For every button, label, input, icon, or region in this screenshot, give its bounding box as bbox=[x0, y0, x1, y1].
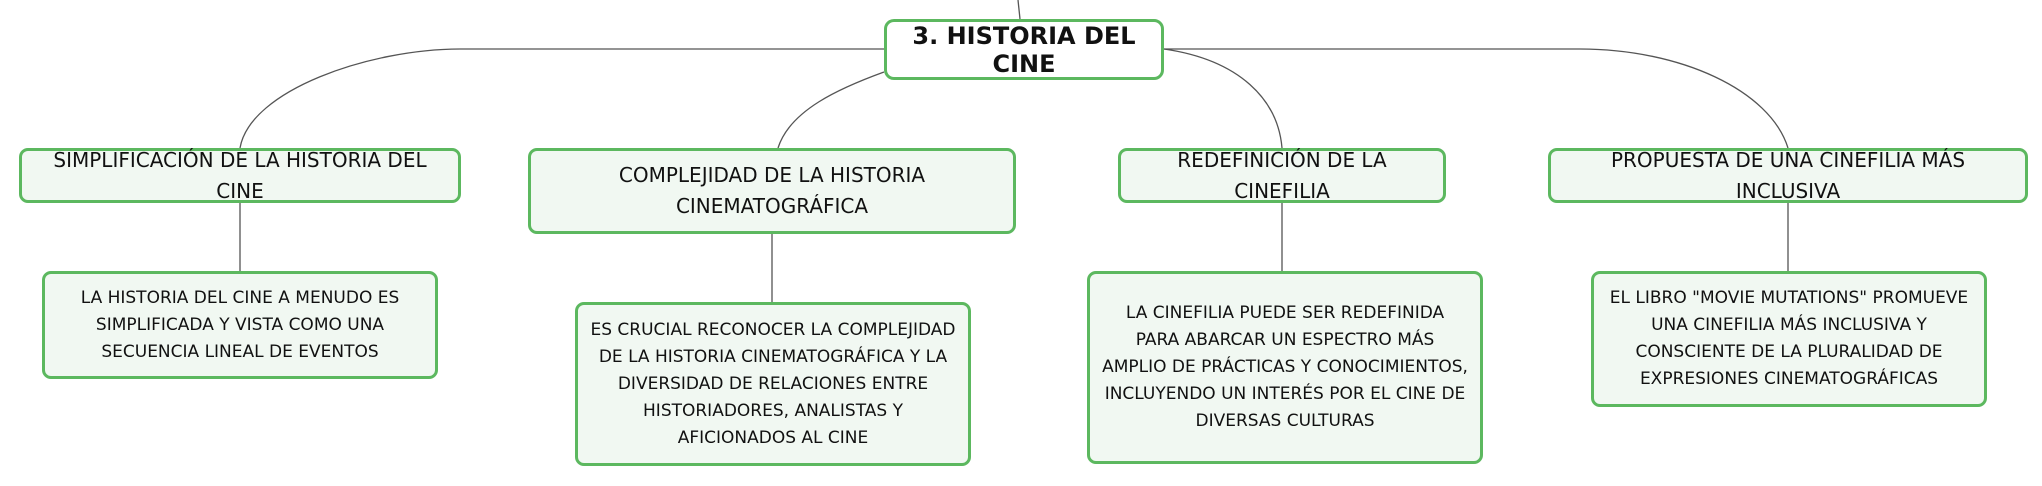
root-topic[interactable]: 3. HISTORIA DEL CINE bbox=[884, 19, 1164, 80]
subtopic-redefinicion-detail[interactable]: LA CINEFILIA PUEDE SER REDEFINIDA PARA A… bbox=[1087, 271, 1483, 464]
subtopic-inclusiva-detail[interactable]: EL LIBRO "MOVIE MUTATIONS" PROMUEVE UNA … bbox=[1591, 271, 1987, 407]
subtopic-label: LA CINEFILIA PUEDE SER REDEFINIDA PARA A… bbox=[1102, 303, 1468, 431]
connector-root-to-branch-1 bbox=[777, 71, 885, 149]
subtopic-label: ES CRUCIAL RECONOCER LA COMPLEJIDAD DE L… bbox=[590, 319, 956, 448]
topic-redefinicion-cinefilia[interactable]: REDEFINICIÓN DE LA CINEFILIA bbox=[1118, 148, 1446, 203]
topic-cinefilia-inclusiva[interactable]: PROPUESTA DE UNA CINEFILIA MÁS INCLUSIVA bbox=[1548, 148, 2028, 203]
subtopic-label: EL LIBRO "MOVIE MUTATIONS" PROMUEVE UNA … bbox=[1609, 288, 1969, 389]
connector-root-parent bbox=[1017, 0, 1021, 20]
root-topic-label: 3. HISTORIA DEL CINE bbox=[912, 21, 1136, 78]
connector-root-to-branch-3 bbox=[1164, 48, 1789, 149]
topic-label: SIMPLIFICACIÓN DE LA HISTORIA DEL CINE bbox=[53, 147, 427, 203]
subtopic-simplificacion-detail[interactable]: LA HISTORIA DEL CINE A MENUDO ES SIMPLIF… bbox=[42, 271, 438, 379]
topic-label: REDEFINICIÓN DE LA CINEFILIA bbox=[1177, 147, 1387, 203]
topic-complejidad-historia[interactable]: COMPLEJIDAD DE LA HISTORIA CINEMATOGRÁFI… bbox=[528, 148, 1016, 234]
subtopic-complejidad-detail[interactable]: ES CRUCIAL RECONOCER LA COMPLEJIDAD DE L… bbox=[575, 302, 971, 466]
connector-root-to-branch-2 bbox=[1163, 48, 1283, 149]
topic-label: PROPUESTA DE UNA CINEFILIA MÁS INCLUSIVA bbox=[1610, 147, 1966, 203]
connector-root-to-branch-0 bbox=[239, 48, 884, 149]
subtopic-label: LA HISTORIA DEL CINE A MENUDO ES SIMPLIF… bbox=[80, 287, 400, 362]
topic-label: COMPLEJIDAD DE LA HISTORIA CINEMATOGRÁFI… bbox=[618, 163, 926, 218]
topic-simplificacion-historia[interactable]: SIMPLIFICACIÓN DE LA HISTORIA DEL CINE bbox=[19, 148, 461, 203]
